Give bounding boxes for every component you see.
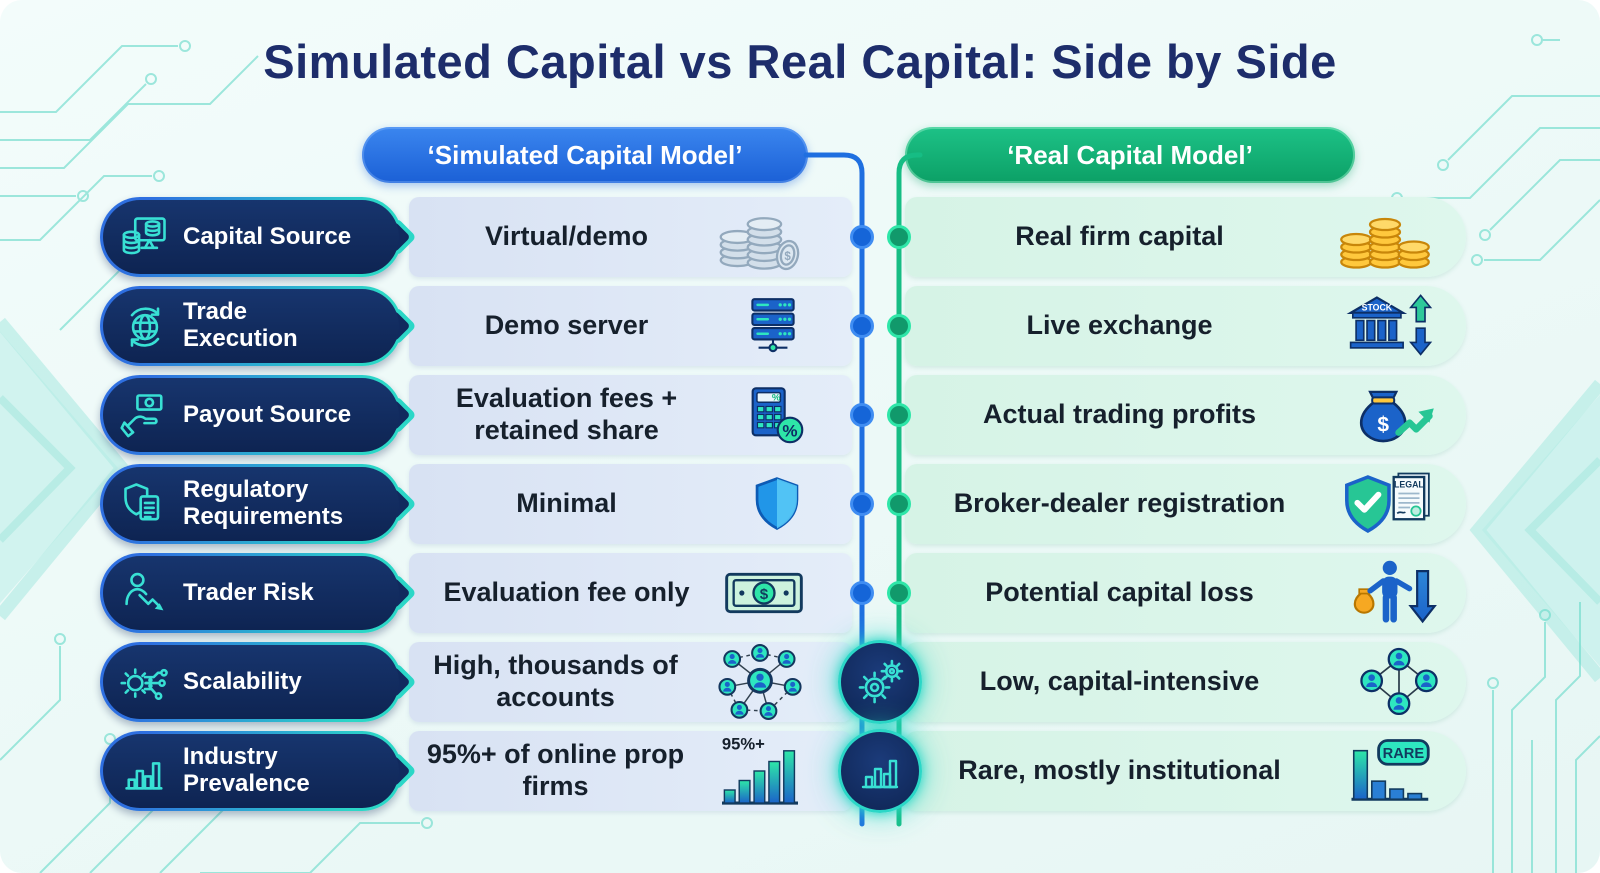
simulated-value: Virtual/demo: [484, 221, 649, 252]
category-label: Trade Execution: [183, 298, 298, 352]
simulated-cell-capital-source: Virtual/demo $: [409, 197, 852, 277]
real-cell-industry-prevalence: Rare, mostly institutional RARE: [905, 731, 1466, 811]
svg-text:95%+: 95%+: [722, 735, 765, 754]
real-value: Broker-dealer registration: [953, 488, 1286, 519]
simulated-value: Minimal: [516, 488, 617, 519]
category-label: Regulatory Requirements: [183, 476, 344, 530]
simulated-cell-regulatory: Minimal: [409, 464, 852, 544]
gears-icon: [858, 659, 904, 704]
gear-circuit-icon: [120, 668, 168, 700]
rising-bars-icon: 95%+: [722, 735, 798, 805]
simulated-value: Demo server: [484, 310, 649, 341]
real-value: Live exchange: [1026, 310, 1213, 341]
virtual-coins-icon: $: [719, 217, 800, 271]
category-pill-scalability: Scalability: [100, 642, 402, 722]
real-value: Potential capital loss: [985, 577, 1254, 608]
simulated-cell-trade-execution: Demo server: [409, 286, 852, 366]
capital-loss-icon: [1353, 560, 1437, 624]
legal-shield-check-icon: LEGAL: [1345, 472, 1430, 533]
category-label: Trader Risk: [183, 578, 314, 606]
right-chevron-shape: [1482, 394, 1600, 667]
simulated-value: 95%+ of online prop firms: [426, 739, 685, 801]
shield-icon: [755, 477, 799, 531]
category-pill-payout-source: Payout Source: [100, 375, 402, 455]
real-value: Actual trading profits: [982, 399, 1256, 430]
demo-server-icon: [751, 298, 795, 353]
category-label: Industry Prevalence: [183, 743, 310, 797]
rare-declining-bars-icon: RARE: [1351, 739, 1430, 801]
simulated-cell-industry-prevalence: 95%+ of online prop firms 95%+: [409, 731, 852, 811]
scalability-center-emblem: [838, 640, 922, 724]
prevalence-center-emblem: [838, 729, 922, 813]
simulated-value: Evaluation fee only: [443, 577, 690, 608]
money-bag-growth-icon: $: [1359, 390, 1434, 443]
simulated-cell-scalability: High, thousands of accounts: [409, 642, 852, 722]
real-model-header: ‘Real Capital Model’: [905, 127, 1355, 183]
page-title: Simulated Capital vs Real Capital: Side …: [263, 35, 1337, 88]
svg-text:$: $: [784, 251, 791, 263]
category-pill-trader-risk: Trader Risk: [100, 553, 402, 633]
simulated-model-header: ‘Simulated Capital Model’: [362, 127, 808, 183]
real-value: Real firm capital: [1015, 221, 1224, 252]
svg-text:STOCK: STOCK: [1362, 303, 1393, 313]
svg-text:$: $: [760, 586, 769, 603]
real-cell-trader-risk: Potential capital loss: [905, 553, 1466, 633]
globe-sync-icon: [130, 307, 160, 347]
shield-document-icon: [124, 483, 160, 521]
real-cell-capital-source: Real firm capital: [905, 197, 1466, 277]
category-pill-regulatory: Regulatory Requirements: [100, 464, 402, 544]
small-network-icon: [1360, 647, 1438, 716]
svg-text:%: %: [782, 421, 797, 440]
large-network-icon: [718, 644, 802, 720]
real-cell-payout-source: Actual trading profits $: [905, 375, 1466, 455]
stock-exchange-icon: STOCK: [1346, 294, 1433, 356]
simulated-cell-trader-risk: Evaluation fee only $: [409, 553, 852, 633]
down-arrow-icon: [1409, 327, 1433, 356]
category-pill-capital-source: Capital Source: [100, 197, 402, 277]
gold-coins-icon: [1340, 217, 1430, 269]
simulated-value: High, thousands of accounts: [433, 650, 678, 712]
simulated-cell-payout-source: Evaluation fees + retained share % %: [409, 375, 852, 455]
bar-chart-icon: [125, 762, 163, 790]
svg-text:%: %: [772, 393, 781, 404]
banknote-icon: $: [725, 572, 803, 614]
category-pill-trade-execution: Trade Execution: [100, 286, 402, 366]
left-chevron-shape: [0, 331, 118, 604]
svg-text:LEGAL: LEGAL: [1394, 480, 1424, 490]
category-label: Scalability: [183, 667, 302, 695]
svg-text:$: $: [1377, 414, 1389, 437]
monitor-coins-icon: [122, 217, 166, 255]
up-arrow-icon: [1409, 294, 1433, 323]
calculator-percent-icon: % %: [751, 387, 804, 444]
simulated-value: Evaluation fees + retained share: [455, 383, 678, 445]
category-label: Capital Source: [183, 222, 352, 250]
real-value: Low, capital-intensive: [979, 666, 1260, 697]
bar-chart-icon: [861, 759, 899, 789]
hand-money-icon: [120, 394, 163, 438]
category-pill-industry-prevalence: Industry Prevalence: [100, 731, 402, 811]
real-cell-scalability: Low, capital-intensive: [905, 642, 1466, 722]
real-cell-trade-execution: Live exchange STOCK: [905, 286, 1466, 366]
real-cell-regulatory: Broker-dealer registration LEGAL: [905, 464, 1466, 544]
person-decline-icon: [125, 572, 164, 611]
svg-text:RARE: RARE: [1383, 746, 1425, 762]
category-label: Payout Source: [183, 400, 352, 428]
rare-badge: [1377, 739, 1430, 766]
real-value: Rare, mostly institutional: [958, 755, 1281, 786]
